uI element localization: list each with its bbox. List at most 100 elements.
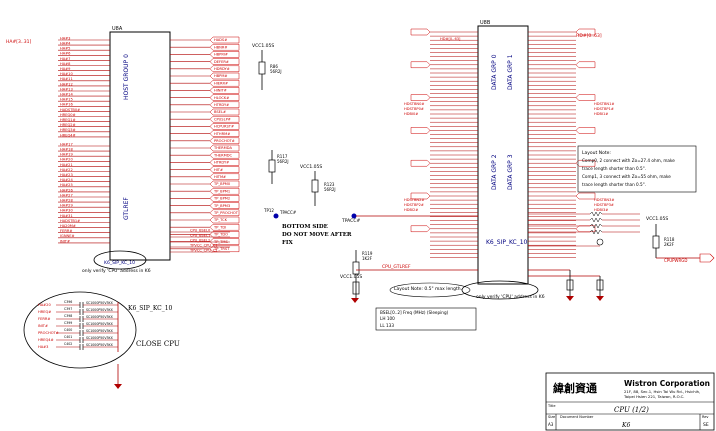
- left-pin-net: HA#20: [60, 158, 73, 162]
- right-left-low-net: HDSTBP2#: [404, 203, 424, 207]
- company-cn: 緯創資通: [553, 381, 597, 395]
- resistor-r86-val: 56R2J: [270, 69, 282, 74]
- left-right-pin-net: HTRDY#: [214, 161, 229, 165]
- left-right-pin-net: HIT#: [214, 168, 223, 172]
- bsel-table-border: [375, 307, 477, 331]
- left-right-pin-net: HCPURST#: [214, 125, 234, 129]
- left-right-pin-net: TP_TRST: [213, 247, 230, 251]
- title-value: CPU (1/2): [614, 406, 649, 414]
- cap-val: SC1000P50V3KX: [86, 315, 114, 319]
- vcc-mid-group: VCC1.05S R123 56R2J: [300, 164, 336, 206]
- left-right-pin-net: TP_TCK: [213, 218, 228, 222]
- left-pin-net: HA#31: [60, 214, 73, 218]
- resistor-r86-ref: R86: [270, 64, 278, 69]
- left-bottom-net: TPVCC_CPU_C2: [189, 248, 218, 252]
- left-right-pin-net: HADS#: [214, 38, 227, 42]
- resistor-r118-ref: R118: [664, 237, 675, 242]
- left-chip-group-label-2: GTLREF: [123, 197, 130, 220]
- layout-note-2-ellipse: [389, 282, 471, 298]
- net-cpupwrgd: CPUPWRGD: [664, 258, 687, 263]
- left-bottom-net: CPU_BSEL0: [190, 228, 211, 232]
- right-left-mid-net: HDBI0#: [404, 112, 418, 116]
- right-right-mid-net: HDSTBN1#: [594, 102, 614, 106]
- left-right-pin-net: HIERR#: [214, 81, 228, 85]
- resistor-r117-ref: R117: [277, 154, 288, 159]
- close-cpu-part: K6_SIP_KC_10: [128, 305, 173, 312]
- cap-val: SC1000P50V3KX: [86, 343, 114, 347]
- size-label: Size: [548, 415, 555, 419]
- testpoint-tpacc: [351, 213, 357, 219]
- rev-value: SE: [703, 422, 709, 428]
- right-left-low-net: HDSTBN2#: [404, 198, 424, 202]
- left-pin-net: HA#13: [60, 87, 73, 91]
- right-bottom-parts: [528, 269, 604, 301]
- resistor-r119-val: 1K2F: [362, 256, 373, 261]
- left-right-pin-net: TP_TDO: [213, 233, 228, 237]
- tpacc-label: TPACC#: [341, 218, 360, 224]
- cap-net: HA#3: [38, 345, 48, 349]
- right-chip-note: only verify 'CPU' address in K6: [476, 294, 545, 300]
- left-chip-ref: U8A: [112, 26, 123, 32]
- cap-ref: C402: [64, 342, 72, 346]
- bsel-row-2: LL 133: [380, 323, 394, 328]
- right-chip-u8b: U8B DATA GRP 0 DATA GRP 1 DATA GRP 2 DAT…: [404, 20, 614, 300]
- company-address-1: 21F, 88, Sec.1, Hsin Tai Wu Rd., Hsichih…: [624, 389, 700, 394]
- resistor-r119-ref: R119: [362, 251, 373, 256]
- left-pin-net: HA#12: [60, 82, 73, 86]
- left-bottom-net: CPU_BSEL1: [190, 233, 210, 237]
- resistor-r123: [311, 179, 319, 193]
- left-bottom-net: CPU_BSEL2: [190, 238, 210, 242]
- title-block: 緯創資通 Wistron Corporation 21F, 88, Sec.1,…: [545, 372, 715, 431]
- layout-note-line-1: Comp0, 2 connect with Zo=27.4 ohm, make: [582, 158, 675, 163]
- resistor-r118-val: 2K2F: [664, 242, 675, 247]
- left-pin-net: HA#18: [60, 148, 73, 152]
- left-pin-net: HA#14: [60, 93, 73, 97]
- left-pin-net: FERR#: [60, 229, 72, 233]
- left-pin-net: HA#17: [60, 142, 73, 146]
- layout-note-line-3: Comp1, 3 connect with Zo=55 ohm, make: [582, 174, 671, 179]
- left-pin-net: HA#5: [60, 47, 70, 51]
- right-top-left-bus: HD#[0..63]: [440, 37, 461, 41]
- left-chip-u8a: U8A HOST GROUP 0 GTLREF K6_SIP_KC_10 onl…: [58, 26, 240, 274]
- left-right-pin-net: TP_BPM2: [213, 197, 230, 201]
- cap-net: FERR#: [38, 317, 50, 321]
- resistor-r120: [352, 281, 360, 295]
- right-right-low-net: HDBI3#: [594, 208, 608, 212]
- right-left-mid-net: HDSTBN0#: [404, 102, 424, 106]
- layout-note-title: Layout Note:: [582, 150, 611, 156]
- title-label: Title: [547, 404, 556, 408]
- left-pin-net: HA#22: [60, 168, 73, 172]
- left-chip-body: [109, 31, 171, 261]
- right-right-mid-net: HDBI1#: [594, 112, 608, 116]
- vcc-left-mid: TPACC# VCC1.05S R119 1K2F CPU_GTLREF: [340, 213, 478, 298]
- rev-label: Rev: [702, 415, 709, 419]
- left-pin-net: INIT#: [60, 239, 70, 243]
- testpoint-tp12-net: TPACC#: [279, 210, 297, 215]
- cap-val: SC1000P50V3KX: [86, 308, 114, 312]
- left-right-pin-net: THERMDA: [213, 146, 232, 150]
- bottom-side-note-2: DO NOT MOVE AFTER: [282, 232, 352, 238]
- left-right-pin-net: TP_BPM0: [213, 182, 231, 186]
- resistor-r123-val: 56R2J: [324, 187, 336, 192]
- bottom-side-note-1: BOTTOM SIDE: [282, 224, 328, 230]
- left-pin-net: HA#25: [60, 183, 73, 187]
- left-pin-net: HA#29: [60, 204, 73, 208]
- left-right-pin-net: TP_BPM3: [213, 204, 230, 208]
- left-pin-net: HA#21: [60, 163, 73, 167]
- ground-icon: [114, 384, 122, 389]
- net-cpu-gtlref: CPU_GTLREF: [382, 264, 411, 270]
- left-right-pin-net: BSEL#: [214, 110, 226, 114]
- testpoint-tp12: TP12 TPACC#: [263, 208, 297, 219]
- net-ha-bus: HA#[3..31]: [6, 39, 31, 45]
- left-right-pin-net: HTRDY#: [214, 103, 229, 107]
- title-block-border: [545, 372, 715, 431]
- left-pin-net: HA#26: [60, 188, 73, 192]
- left-right-pin-net: DEFER#: [214, 60, 229, 64]
- left-pin-net: HREQ3#: [60, 128, 76, 132]
- bsel-table: BSEL[0..2] Freq (MHz) (Sleeping) LH 100 …: [375, 307, 477, 331]
- vcc-mid-label: VCC1.05S: [300, 164, 322, 170]
- resistor-r117-val: 56R2J: [277, 159, 289, 164]
- left-right-pin-net: HINIT#: [214, 89, 227, 93]
- left-right-pin-net: HITM#: [214, 175, 226, 179]
